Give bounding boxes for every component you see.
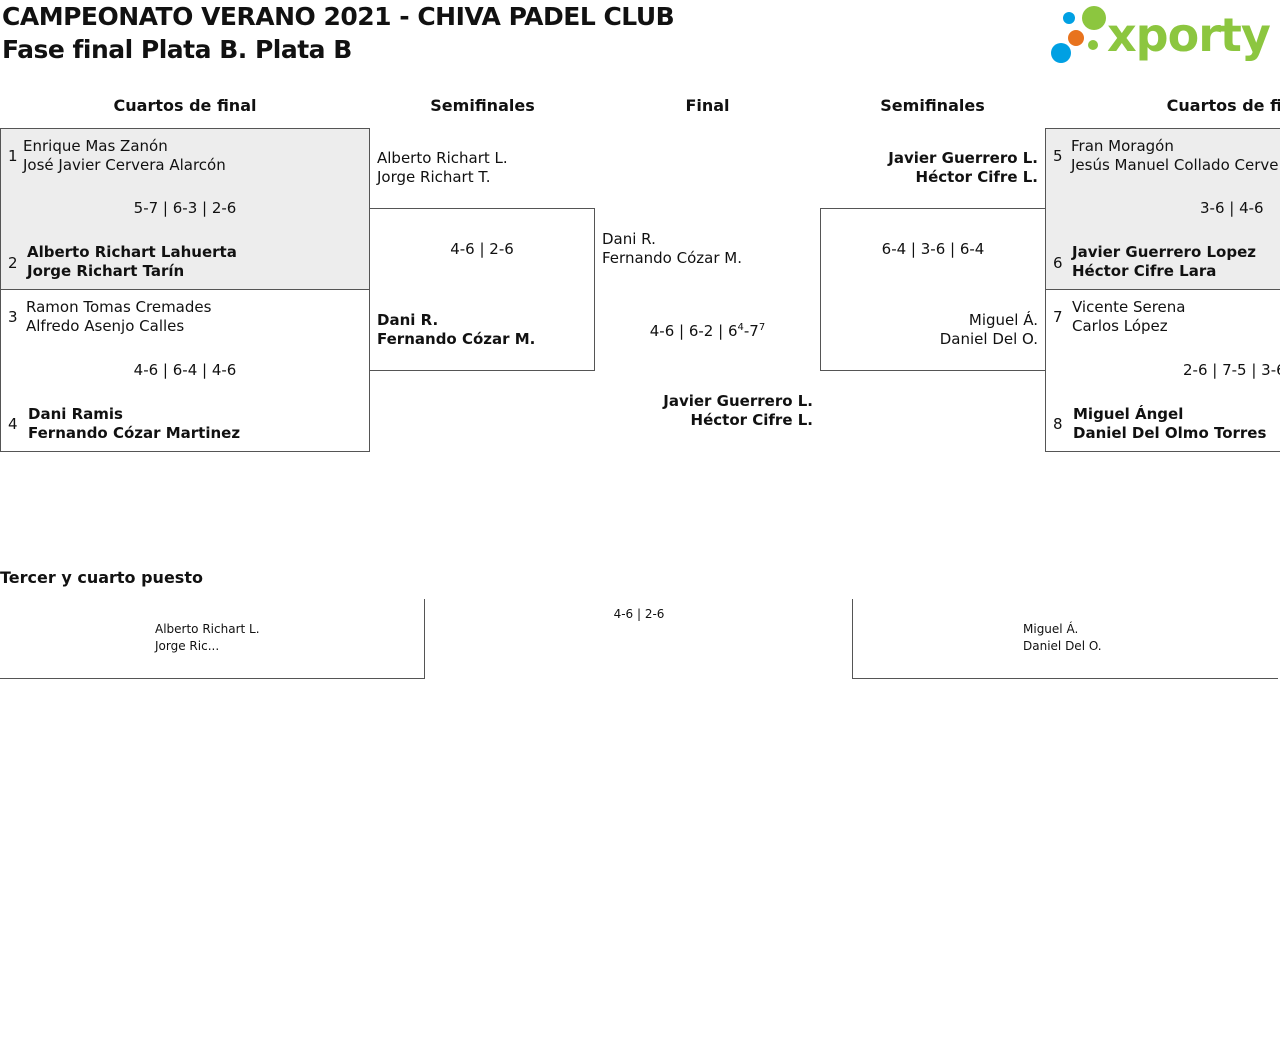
- sf-left-match[interactable]: 4-6 | 2-6 Dani R. Fernando Cózar M.: [369, 208, 595, 371]
- player-name: Carlos López: [1072, 317, 1168, 335]
- sf-right-match[interactable]: 6-4 | 3-6 | 6-4 Miguel Á. Daniel Del O.: [820, 208, 1046, 371]
- column-header-final: Final: [685, 96, 730, 115]
- seed-number: 2: [8, 254, 18, 272]
- player-name: Jesús Manuel Collado Cerve: [1071, 156, 1279, 174]
- player-name: Ramon Tomas Cremades: [26, 298, 212, 316]
- seed-number: 7: [1053, 308, 1063, 326]
- match-score: 2-6 | 7-5 | 3-6: [1183, 361, 1280, 379]
- third-place-right-slot[interactable]: Miguel Á. Daniel Del O.: [852, 599, 1278, 679]
- player-name: Alfredo Asenjo Calles: [26, 317, 185, 335]
- final-winner-team: Javier Guerrero L. Héctor Cifre L.: [595, 392, 813, 430]
- sf-right-top-team: Javier Guerrero L. Héctor Cifre L.: [820, 149, 1038, 187]
- qf-match-2[interactable]: 3 Ramon Tomas Cremades Alfredo Asenjo Ca…: [0, 289, 370, 452]
- final-score-set: -7: [743, 322, 759, 340]
- player-name: José Javier Cervera Alarcón: [23, 156, 226, 174]
- player-name-winner: Héctor Cifre L.: [690, 411, 813, 429]
- match-score: 4-6 | 2-6: [450, 240, 514, 258]
- third-place-score: 4-6 | 2-6: [613, 607, 665, 621]
- column-header-sf-left: Semifinales: [430, 96, 535, 115]
- page-subtitle: Fase final Plata B. Plata B: [2, 35, 352, 64]
- sf-left-top-team: Alberto Richart L. Jorge Richart T.: [377, 149, 508, 187]
- qf-match-3[interactable]: 5 Fran Moragón Jesús Manuel Collado Cerv…: [1045, 128, 1280, 290]
- player-name-winner: Dani Ramis: [28, 405, 123, 423]
- xporty-logo-dots-icon: [1051, 6, 1106, 63]
- seed-number: 8: [1053, 415, 1063, 433]
- player-name: Daniel Del O.: [939, 330, 1038, 348]
- seed-number: 6: [1053, 254, 1063, 272]
- player-name-winner: Fernando Cózar M.: [377, 330, 536, 348]
- match-score: 5-7 | 6-3 | 2-6: [133, 199, 237, 217]
- player-name: Daniel Del O.: [1023, 639, 1102, 653]
- xporty-logo: xporty: [1049, 5, 1274, 67]
- player-name-winner: Jorge Richart Tarín: [27, 262, 185, 280]
- final-score-sets: 4-6 | 6-2 | 6: [649, 322, 738, 340]
- player-name-winner: Javier Guerrero L.: [663, 392, 813, 410]
- player-name-winner: Fernando Cózar Martinez: [28, 424, 241, 442]
- player-name-winner: Héctor Cifre Lara: [1072, 262, 1217, 280]
- player-name-winner: Daniel Del Olmo Torres: [1073, 424, 1267, 442]
- final-score: 4-6 | 6-2 | 64-77: [595, 322, 820, 340]
- player-name: Fran Moragón: [1071, 137, 1174, 155]
- match-score: 6-4 | 3-6 | 6-4: [881, 240, 985, 258]
- column-header-sf-right: Semifinales: [880, 96, 985, 115]
- player-name: Miguel Á.: [968, 311, 1038, 329]
- final-score-tiebreak: 7: [758, 322, 766, 333]
- column-header-qf-left: Cuartos de final: [113, 96, 257, 115]
- player-name: Enrique Mas Zanón: [23, 137, 168, 155]
- seed-number: 3: [8, 308, 18, 326]
- seed-number: 4: [8, 415, 18, 433]
- seed-number: 5: [1053, 147, 1063, 165]
- final-score-tiebreak: 4: [737, 322, 744, 333]
- player-name-winner: Héctor Cifre L.: [915, 168, 1038, 186]
- match-score: 3-6 | 4-6: [1200, 199, 1264, 217]
- player-name: Vicente Serena: [1072, 298, 1186, 316]
- column-header-qf-right: Cuartos de fin: [1166, 96, 1280, 115]
- match-score: 4-6 | 6-4 | 4-6: [133, 361, 237, 379]
- player-name: Jorge Richart T.: [377, 168, 491, 186]
- qf-match-4[interactable]: 7 Vicente Serena Carlos López 2-6 | 7-5 …: [1045, 289, 1280, 452]
- third-place-title: Tercer y cuarto puesto: [0, 568, 203, 587]
- player-name: Jorge Ric...: [155, 639, 220, 653]
- player-name-winner: Javier Guerrero L.: [888, 149, 1038, 167]
- xporty-logo-text: xporty: [1107, 8, 1271, 62]
- player-name-winner: Miguel Ángel: [1073, 405, 1184, 423]
- player-name: Miguel Á.: [1023, 622, 1079, 636]
- player-name: Alberto Richart L.: [155, 622, 260, 636]
- player-name: Alberto Richart L.: [377, 149, 508, 167]
- player-name-winner: Alberto Richart Lahuerta: [27, 243, 237, 261]
- player-name-winner: Javier Guerrero Lopez: [1072, 243, 1256, 261]
- final-top-team: Dani R. Fernando Cózar M.: [602, 230, 742, 268]
- seed-number: 1: [8, 147, 18, 165]
- third-place-left-slot[interactable]: Alberto Richart L. Jorge Ric...: [0, 599, 425, 679]
- qf-match-1[interactable]: 1 Enrique Mas Zanón José Javier Cervera …: [0, 128, 370, 290]
- player-name-winner: Dani R.: [377, 311, 439, 329]
- player-name: Dani R.: [602, 230, 656, 248]
- page-title: CAMPEONATO VERANO 2021 - CHIVA PADEL CLU…: [2, 2, 675, 31]
- player-name: Fernando Cózar M.: [602, 249, 742, 267]
